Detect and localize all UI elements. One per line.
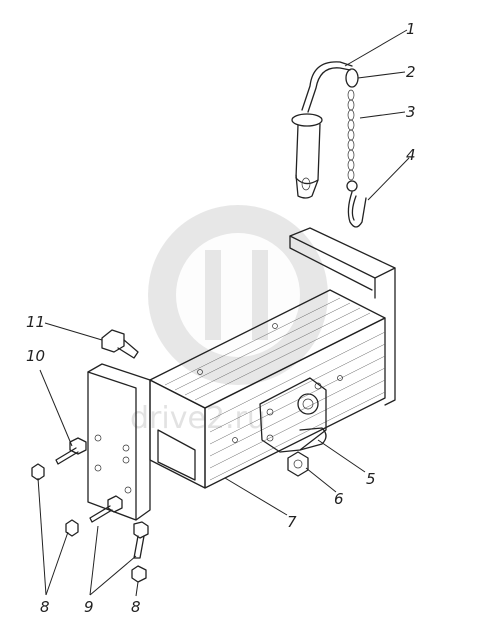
callout-7: 7	[287, 513, 297, 531]
callout-1: 1	[406, 20, 416, 38]
callout-labels: 1 2 3 4 5 6 7 8 8 9 10 11	[26, 20, 416, 616]
coupling-bracket-part	[259, 377, 327, 453]
callout-2: 2	[406, 63, 416, 81]
leader-lines	[37, 29, 410, 597]
callout-10: 10	[26, 347, 45, 365]
hairpin-clip-part	[347, 191, 367, 228]
bolt-part-9	[89, 495, 149, 559]
watermark-logo: drive2.ru	[130, 205, 328, 436]
callout-5: 5	[366, 470, 376, 488]
callout-11: 11	[26, 313, 45, 331]
hex-nut-part	[287, 451, 309, 477]
pin-part	[291, 61, 353, 199]
bolt-part-11	[101, 329, 139, 359]
callout-8-left: 8	[40, 598, 50, 616]
hitch-beam-part	[149, 227, 396, 489]
callout-9: 9	[84, 598, 94, 616]
bolt-part-10	[55, 437, 87, 465]
nut-part-8	[31, 463, 147, 583]
chain-part	[346, 89, 358, 192]
watermark-text: drive2.ru	[130, 401, 266, 436]
ring-part	[345, 68, 359, 88]
callout-3: 3	[406, 103, 416, 121]
mounting-plate	[87, 363, 151, 521]
callout-6: 6	[334, 490, 344, 508]
callout-4: 4	[406, 146, 416, 164]
callout-8-right: 8	[131, 598, 141, 616]
